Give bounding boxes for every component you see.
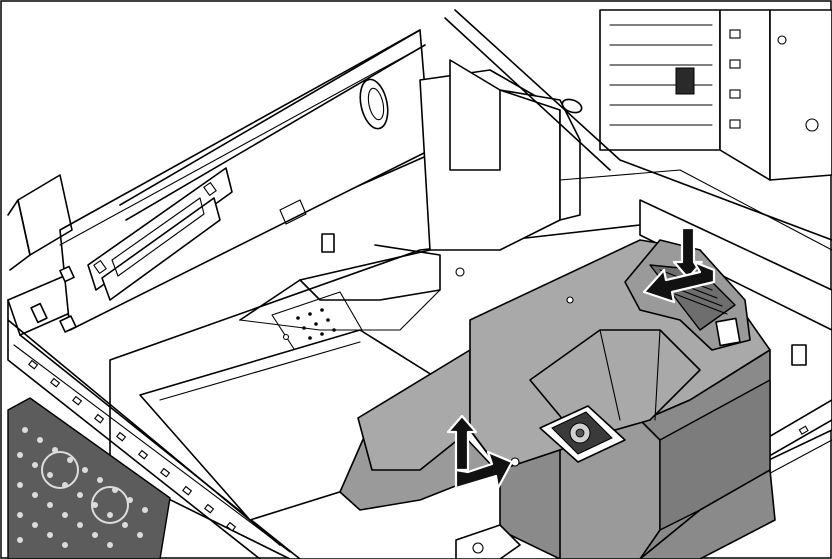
- side-latch: [791, 344, 807, 366]
- air-baffle-left-fin: [357, 349, 471, 471]
- side-rail-holes: [28, 359, 237, 532]
- insert-lateral-arrow: [642, 260, 716, 304]
- remove-vertical-arrow: [446, 414, 478, 472]
- insert-arrow-group: [642, 226, 716, 304]
- rear-oval-slot: [359, 78, 389, 130]
- center-divider: [239, 59, 583, 331]
- fan-grille: [7, 397, 171, 559]
- bottom-bracket: [455, 524, 521, 559]
- divider-clip: [321, 233, 335, 253]
- drive-connector: [675, 67, 695, 95]
- remove-lateral-arrow: [454, 450, 514, 490]
- remove-arrow-group: [446, 414, 514, 490]
- drive-cage: [444, 9, 832, 251]
- air-baffle-lower-right: [639, 469, 776, 559]
- rear-handle: [87, 167, 233, 301]
- air-baffle-fan-opening: [539, 405, 626, 463]
- rear-panel: [7, 29, 431, 333]
